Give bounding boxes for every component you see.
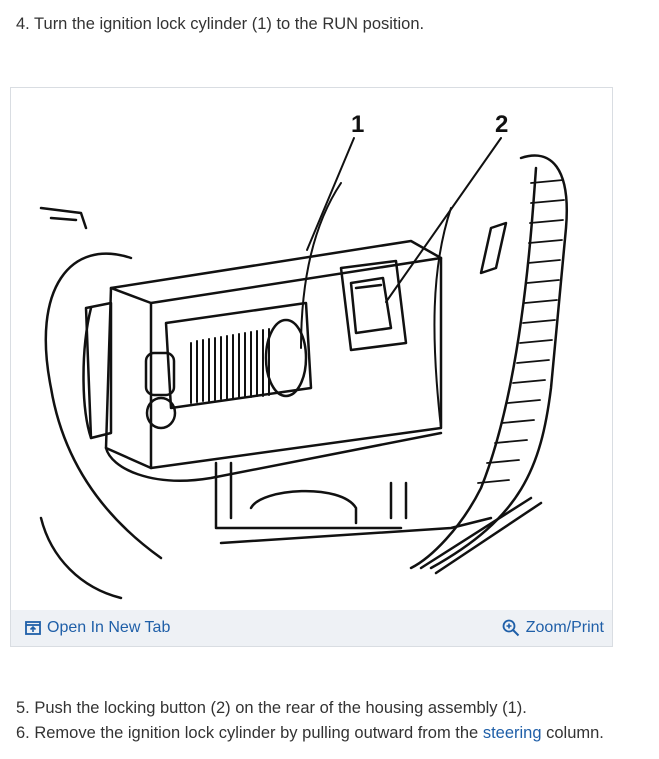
callout-2-label: 2 — [495, 111, 508, 138]
step-6-text-after: column. — [541, 724, 604, 742]
step-6-text-before: 6. Remove the ignition lock cylinder by … — [16, 724, 483, 742]
figure-container: 1 2 — [10, 87, 613, 647]
locking-button-outline — [339, 259, 408, 352]
step-5-text: 5. Push the locking button (2) on the re… — [16, 699, 527, 717]
step-6-text: 6. Remove the ignition lock cylinder by … — [16, 723, 604, 743]
zoom-print-button[interactable]: Zoom/Print — [502, 619, 604, 637]
zoom-in-icon — [502, 619, 519, 637]
step-4-text: 4. Turn the ignition lock cylinder (1) t… — [16, 15, 425, 33]
callout-2-leader — [385, 137, 502, 303]
open-new-tab-icon — [25, 621, 41, 635]
ignition-lock-illustration: 1 2 — [39, 111, 569, 600]
open-in-new-tab-button[interactable]: Open In New Tab — [25, 619, 170, 637]
callout-1-leader — [306, 137, 355, 251]
figure-toolbar: Open In New Tab Zoom/Print — [11, 610, 612, 646]
open-in-new-tab-label: Open In New Tab — [47, 619, 171, 636]
callout-1-label: 1 — [351, 111, 364, 138]
zoom-print-label: Zoom/Print — [525, 619, 604, 636]
steering-link[interactable]: steering — [482, 724, 542, 742]
